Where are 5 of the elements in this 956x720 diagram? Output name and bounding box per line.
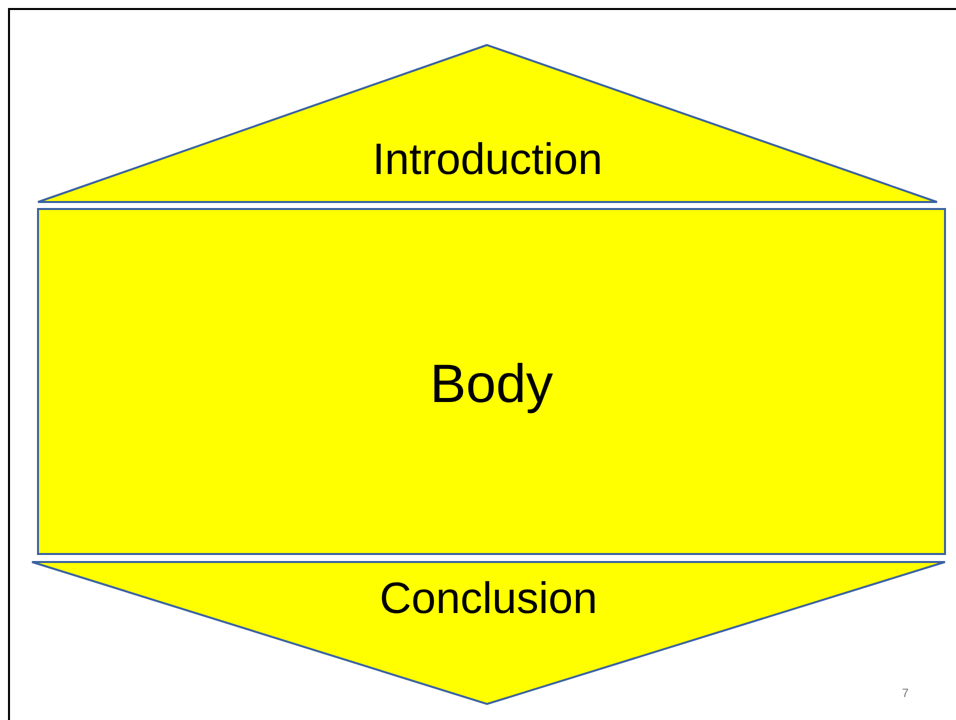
page-number: 7 xyxy=(902,686,909,700)
section-heading: Introduction xyxy=(372,135,604,185)
section-heading: Conclusion xyxy=(378,574,598,624)
body-panel xyxy=(37,208,946,555)
section-heading: Body xyxy=(428,353,554,415)
